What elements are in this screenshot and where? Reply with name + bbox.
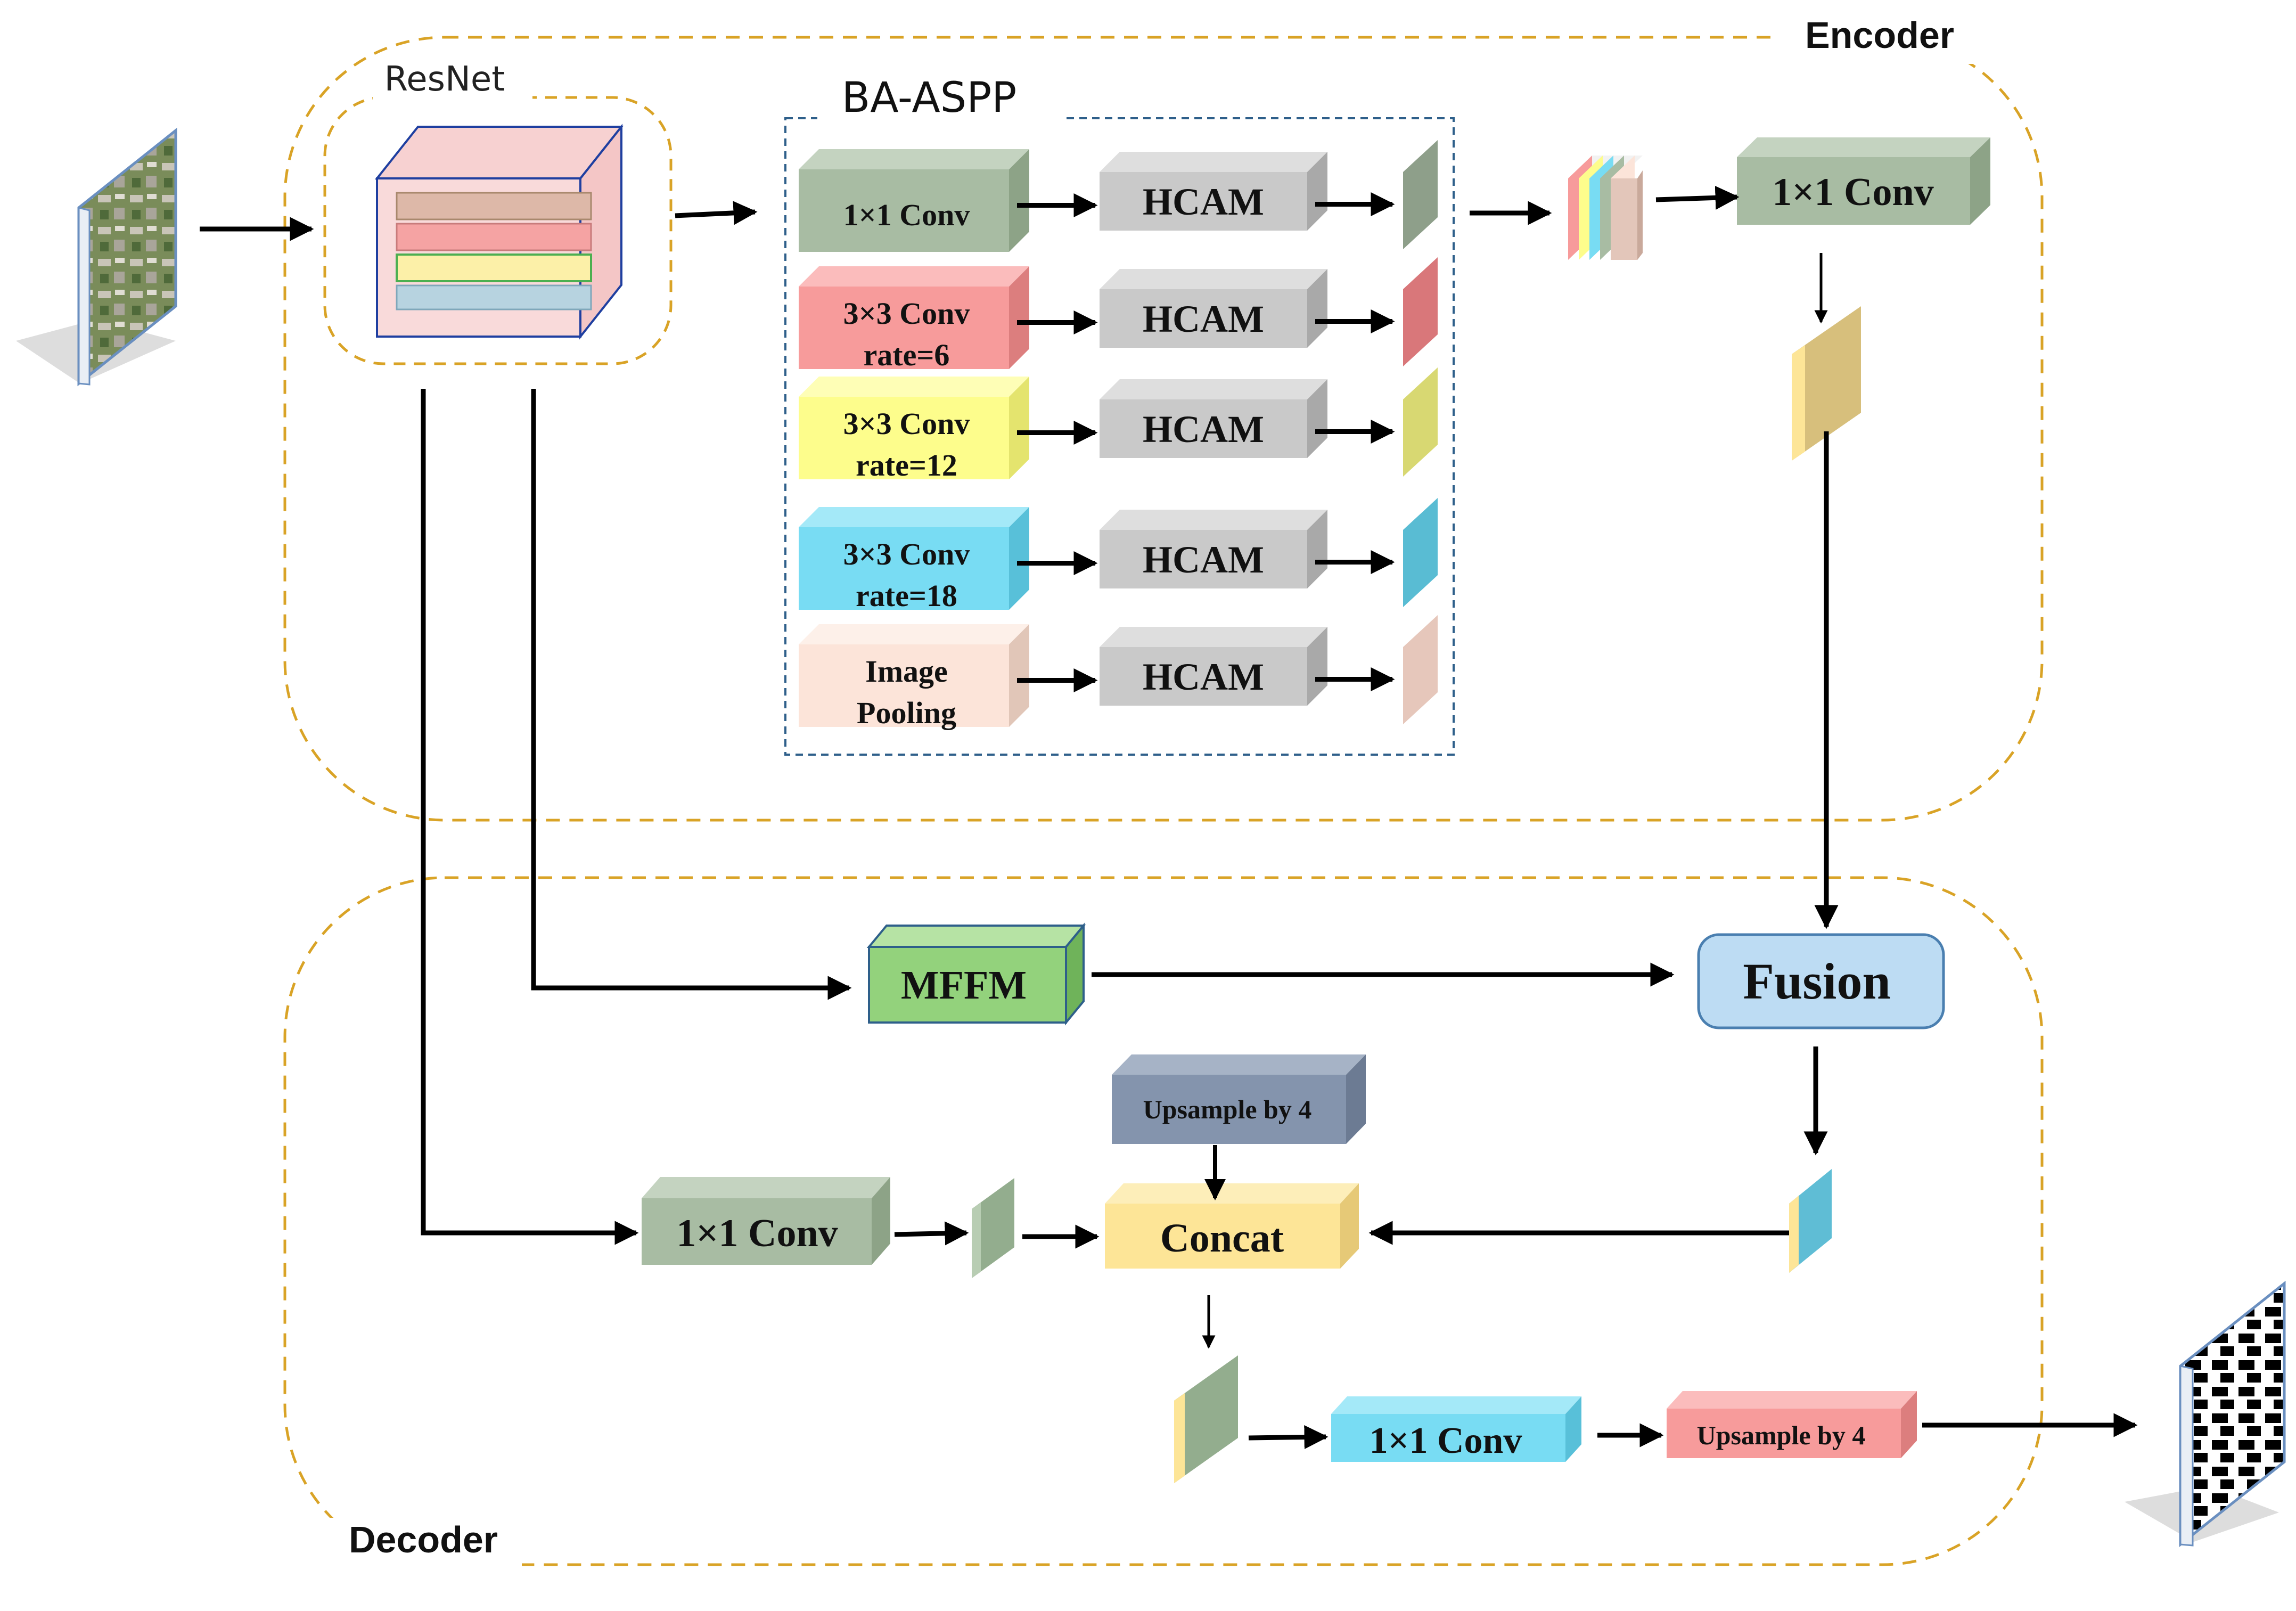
arrow-resnet-to-low-conv xyxy=(421,389,639,1245)
hcam-block-3 xyxy=(1100,530,1307,588)
concat-block: Concat xyxy=(1105,1183,1359,1269)
aspp-feature-1 xyxy=(1403,257,1438,366)
low-level-feature xyxy=(972,1178,1014,1278)
aspp-branch-2: 3×3 Conv rate=12 HCAM xyxy=(799,367,1438,483)
concat-label: Concat xyxy=(1160,1216,1284,1261)
fusion-output-feature xyxy=(1789,1169,1832,1273)
mffm-block: MFFM xyxy=(866,922,1086,1026)
aspp-conv-label-1-1: rate=6 xyxy=(864,338,950,372)
aspp-conv-block-2 xyxy=(799,397,1009,479)
hcam-label-4: HCAM xyxy=(1143,656,1264,698)
encoder-label: Encoder xyxy=(1805,14,1954,56)
encoder-conv-block: 1×1 Conv xyxy=(1737,137,1990,225)
decoder-out-conv-block: 1×1 Conv xyxy=(1331,1396,1581,1462)
decoder-out-conv-label: 1×1 Conv xyxy=(1370,1420,1522,1461)
aspp-conv-label-3-1: rate=18 xyxy=(856,578,957,613)
ba-aspp-label-bg xyxy=(817,72,1065,130)
resnet-region xyxy=(323,96,673,365)
aspp-conv-block-0 xyxy=(799,169,1009,252)
encoder-conv-label: 1×1 Conv xyxy=(1772,170,1933,214)
aspp-conv-block-1 xyxy=(799,287,1009,369)
encoder-output-feature xyxy=(1792,306,1861,461)
decoder-low-conv-block: 1×1 Conv xyxy=(642,1177,890,1265)
aspp-branch-3: 3×3 Conv rate=18 HCAM xyxy=(799,498,1438,613)
hcam-block-4 xyxy=(1100,647,1307,706)
encoder-region xyxy=(283,36,2044,822)
ba-aspp-label: BA-ASPP xyxy=(842,74,1017,122)
aspp-feature-4 xyxy=(1403,615,1438,724)
decoder-low-conv-label: 1×1 Conv xyxy=(676,1212,838,1255)
aspp-conv-label-2-0: 3×3 Conv xyxy=(843,406,970,441)
arrow-resnet-to-mffm xyxy=(531,389,852,1000)
connectors xyxy=(200,185,2138,1450)
aspp-feature-0 xyxy=(1403,140,1438,249)
aspp-conv-block-4 xyxy=(799,644,1009,727)
aspp-conv-label-4-0: Image xyxy=(865,654,948,689)
output-mask-image xyxy=(2125,1280,2286,1548)
arrow-resnet-to-aspp xyxy=(675,201,758,225)
hcam-label-3: HCAM xyxy=(1143,538,1264,581)
upsample-out-label: Upsample by 4 xyxy=(1697,1420,1866,1450)
upsample-out-block: Upsample by 4 xyxy=(1667,1391,1917,1458)
aspp-conv-label-4-1: Pooling xyxy=(857,696,956,730)
encoder-label-bg xyxy=(1773,11,1975,64)
hcam-block-0 xyxy=(1100,172,1307,231)
aspp-feature-3 xyxy=(1403,498,1438,607)
hcam-label-0: HCAM xyxy=(1143,181,1264,223)
aspp-conv-block-3 xyxy=(799,527,1009,610)
resnet-label-bg xyxy=(373,56,532,104)
decoder-region xyxy=(283,876,2044,1566)
upsample-top-label: Upsample by 4 xyxy=(1143,1094,1312,1124)
concat-features-top xyxy=(1568,156,1643,260)
hcam-label-2: HCAM xyxy=(1143,408,1264,451)
upsample-top-block: Upsample by 4 xyxy=(1112,1054,1366,1144)
aspp-branch-0: 1×1 Conv HCAM xyxy=(799,140,1438,252)
arrow-feature-to-out-conv xyxy=(1248,1425,1329,1450)
fusion-block: Fusion xyxy=(1697,933,1945,1029)
hcam-block-2 xyxy=(1100,399,1307,458)
decoder-label: Decoder xyxy=(349,1519,498,1560)
aspp-conv-label-1-0: 3×3 Conv xyxy=(843,296,970,331)
ba-aspp-region xyxy=(784,117,1455,756)
aspp-conv-label-2-1: rate=12 xyxy=(856,448,957,483)
decoder-concat-feature xyxy=(1174,1355,1238,1483)
arrow-low-conv-to-feature xyxy=(894,1221,969,1246)
hcam-block-1 xyxy=(1100,289,1307,348)
resnet-block xyxy=(374,124,624,340)
mffm-label: MFFM xyxy=(901,963,1027,1008)
decoder-label-bg xyxy=(319,1518,522,1576)
arrow-concat-to-conv xyxy=(1655,185,1740,210)
aspp-branch-1: 3×3 Conv rate=6 HCAM xyxy=(799,257,1438,372)
input-image xyxy=(16,127,177,387)
aspp-feature-2 xyxy=(1403,367,1438,477)
aspp-conv-label-0-0: 1×1 Conv xyxy=(843,198,970,232)
aspp-conv-label-3-0: 3×3 Conv xyxy=(843,537,970,571)
hcam-label-1: HCAM xyxy=(1143,298,1264,340)
fusion-label: Fusion xyxy=(1743,953,1890,1010)
resnet-label: ResNet xyxy=(384,60,505,99)
